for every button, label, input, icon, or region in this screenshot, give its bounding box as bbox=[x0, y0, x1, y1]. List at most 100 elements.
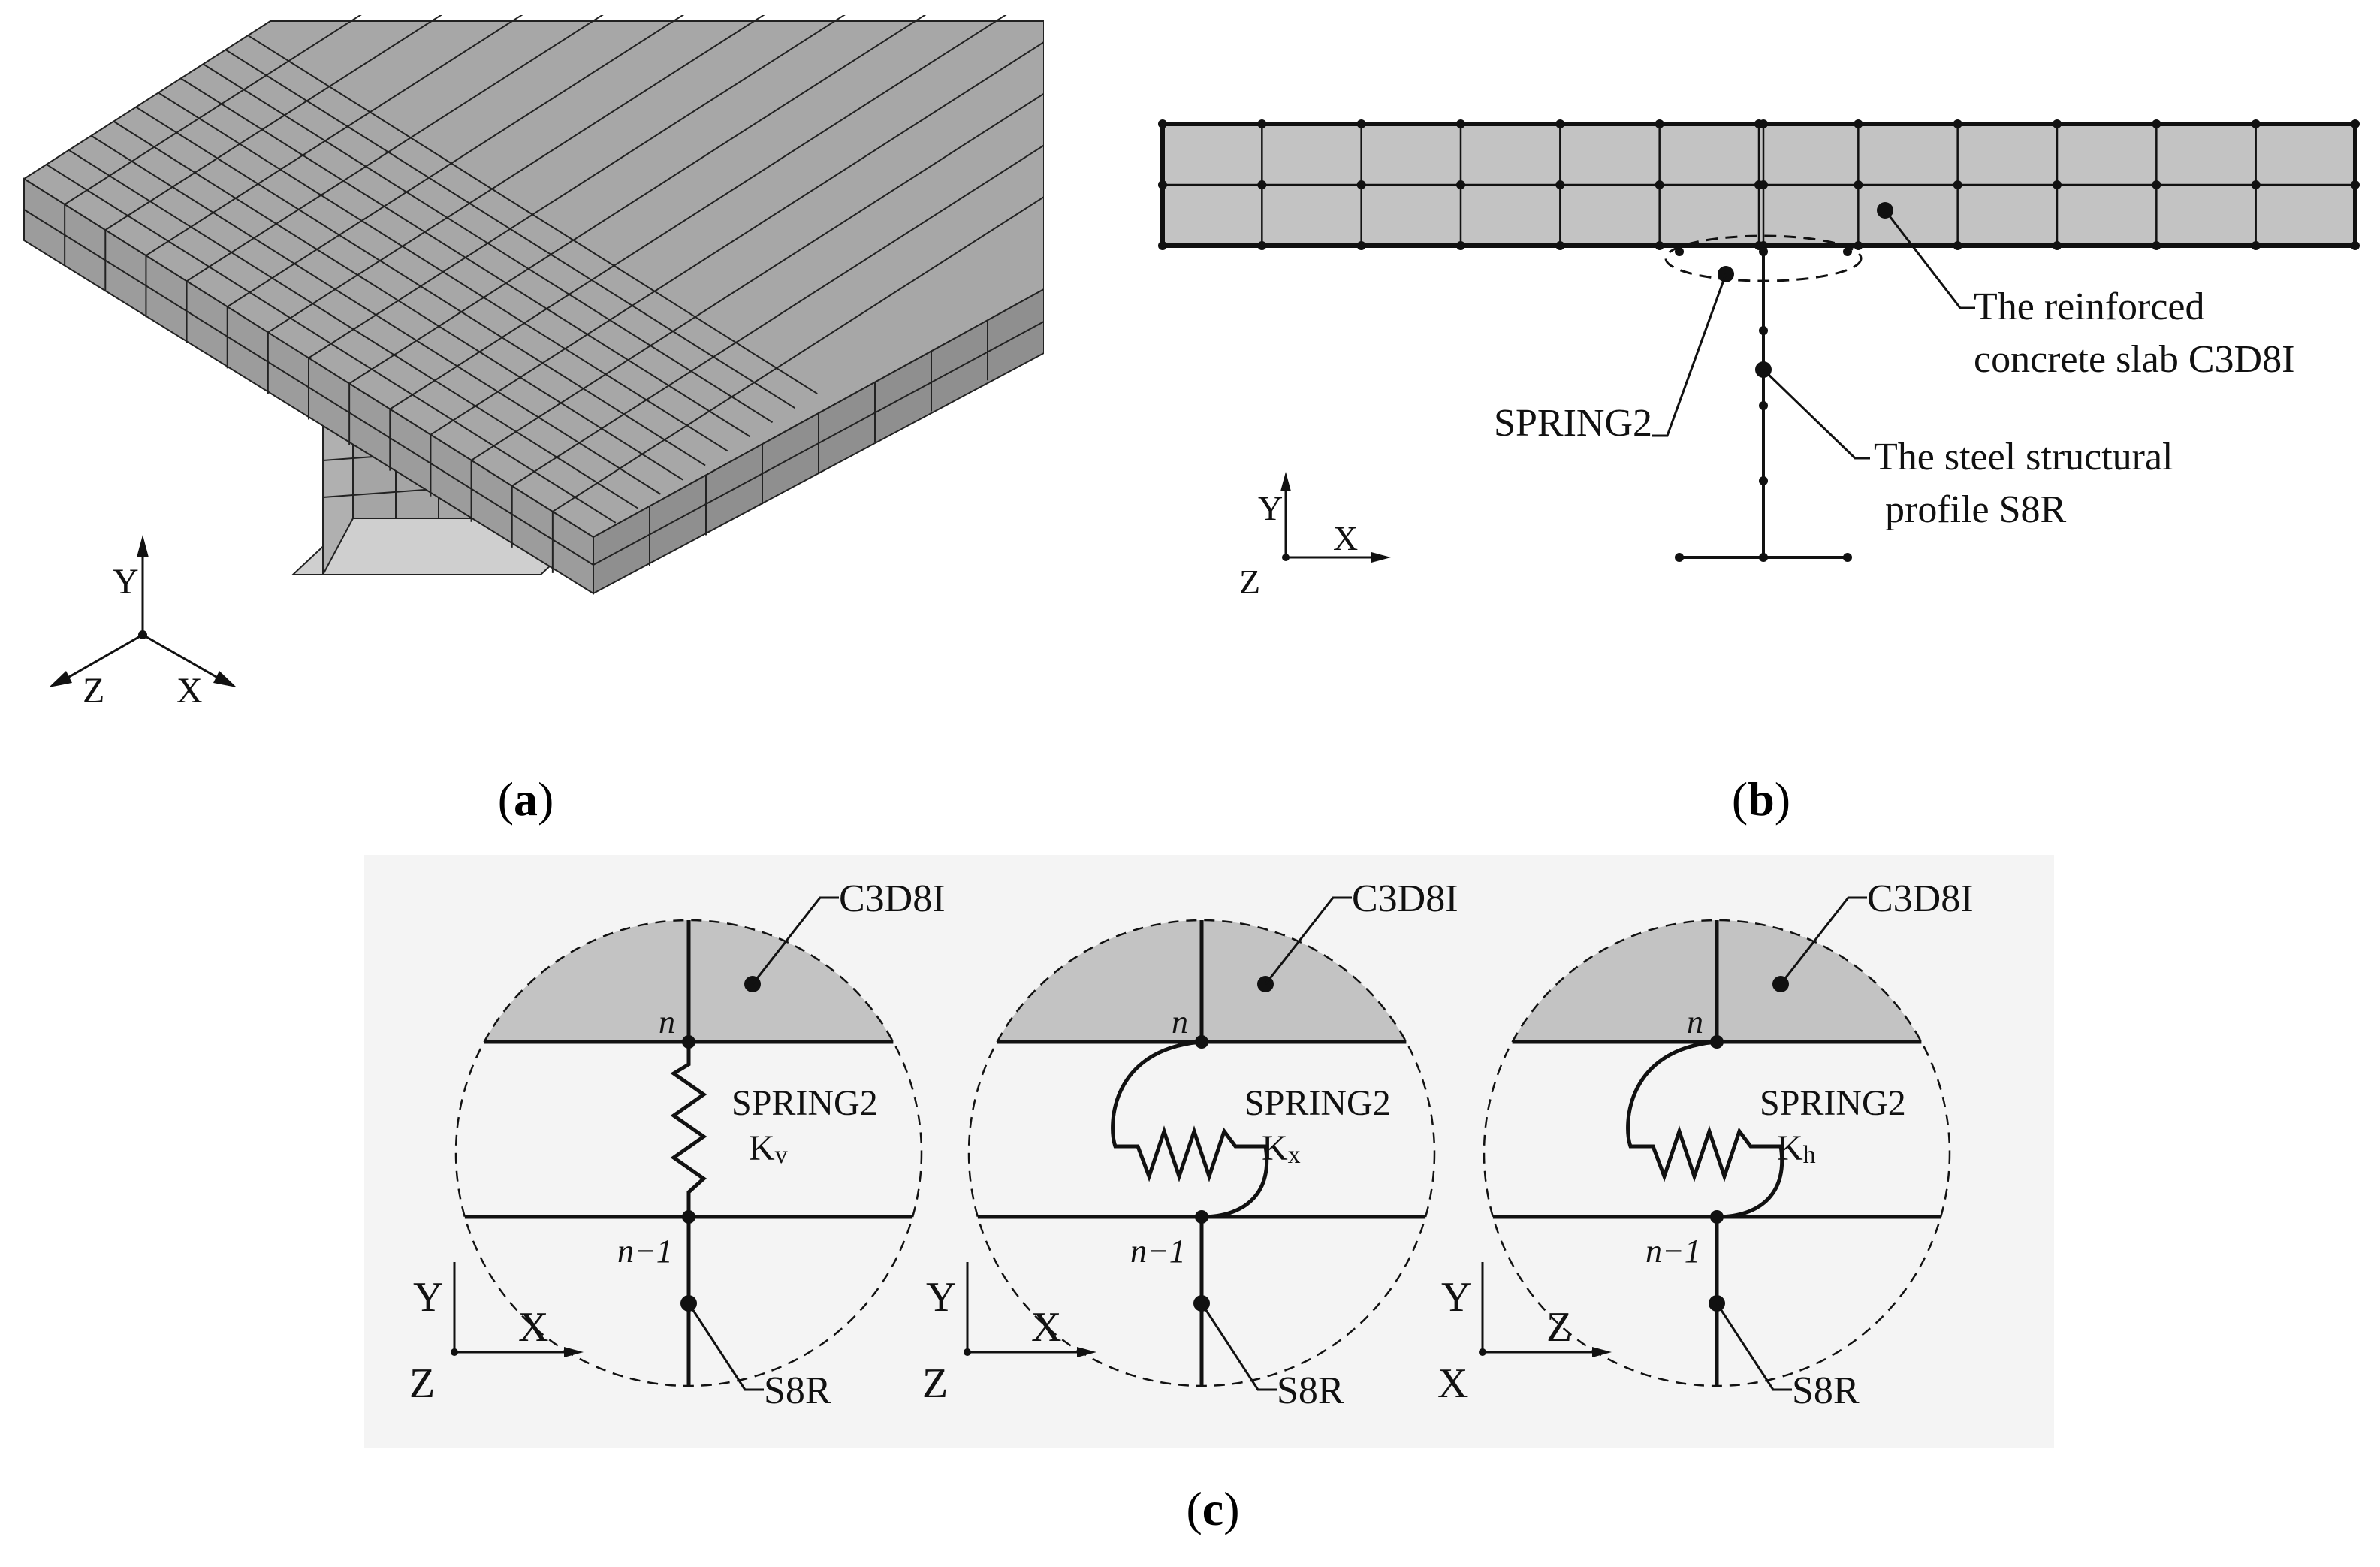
node-label-n-minus-1: n−1 bbox=[617, 1233, 673, 1270]
axis-origin bbox=[1479, 1348, 1486, 1356]
node-top bbox=[1710, 1035, 1724, 1049]
mesh-node bbox=[2351, 119, 2360, 128]
axis-label-h: X bbox=[1031, 1304, 1061, 1351]
axis-triad-a bbox=[49, 535, 237, 687]
mesh-node bbox=[2251, 241, 2261, 250]
mesh-line bbox=[471, 92, 1044, 461]
c3d8i-label: C3D8I bbox=[1867, 877, 1974, 920]
node-top bbox=[1195, 1035, 1208, 1049]
mesh-node bbox=[2053, 241, 2062, 250]
slab-label-1: The reinforced bbox=[1974, 285, 2204, 328]
mesh-node bbox=[1158, 119, 1167, 128]
slab-label-2: concrete slab C3D8I bbox=[1974, 338, 2294, 381]
s8r-label: S8R bbox=[1277, 1369, 1344, 1412]
axis-label-x-b: X bbox=[1333, 519, 1358, 557]
node-bottom bbox=[1195, 1210, 1208, 1224]
caption-a: (a) bbox=[498, 772, 554, 826]
mesh-node bbox=[2251, 180, 2261, 189]
node-label-n-minus-1: n−1 bbox=[1645, 1233, 1701, 1270]
spring-label: SPRING2 bbox=[1244, 1083, 1391, 1123]
mesh-line bbox=[267, 15, 765, 334]
axis-label-z-b: Z bbox=[1239, 563, 1260, 601]
slab-leader bbox=[1884, 210, 1975, 309]
mesh-node bbox=[1854, 241, 1863, 250]
mesh-node bbox=[2053, 180, 2062, 189]
mesh-node bbox=[1655, 180, 1664, 189]
mesh-line bbox=[348, 15, 927, 385]
s8r-leader bbox=[1200, 1303, 1277, 1391]
caption-b: (b) bbox=[1732, 772, 1790, 826]
caption-a-letter: a bbox=[514, 772, 538, 826]
axis-label-h: Z bbox=[1546, 1304, 1572, 1351]
axis-triad-c bbox=[964, 1262, 1096, 1357]
axis-label-out: Z bbox=[409, 1360, 435, 1407]
axis-triad-c bbox=[451, 1262, 584, 1357]
axis-origin bbox=[964, 1348, 971, 1356]
mesh-node bbox=[1675, 553, 1684, 562]
axis-h-arrow bbox=[1077, 1347, 1096, 1357]
spring-label: SPRING2 bbox=[731, 1083, 878, 1123]
mesh-node bbox=[1257, 241, 1267, 250]
node-label-n: n bbox=[1172, 1004, 1188, 1040]
c3d8i-label: C3D8I bbox=[1352, 877, 1458, 920]
c3d8i-leader bbox=[1264, 896, 1352, 985]
stiffness-label: Kv bbox=[749, 1128, 788, 1169]
mesh-node bbox=[1854, 119, 1863, 128]
axis-label-h: X bbox=[518, 1304, 548, 1351]
s8r-leader bbox=[1715, 1303, 1792, 1391]
mesh-node bbox=[1555, 241, 1565, 250]
mesh-node bbox=[1759, 401, 1768, 410]
panel-b: The reinforced concrete slab C3D8I SPRIN… bbox=[1158, 119, 2360, 826]
c3d8i-leader bbox=[751, 896, 839, 985]
mesh-node bbox=[1356, 241, 1366, 250]
mesh-line bbox=[430, 41, 1044, 436]
mesh-node bbox=[1257, 180, 1267, 189]
spring-symbol bbox=[1626, 1040, 1784, 1219]
mesh-line bbox=[552, 195, 1044, 512]
mesh-node bbox=[1854, 180, 1863, 189]
axis-origin bbox=[451, 1348, 458, 1356]
mesh-node bbox=[1953, 241, 1962, 250]
stiffness-label: Kx bbox=[1262, 1128, 1301, 1169]
profile-label-2: profile S8R bbox=[1885, 488, 2067, 531]
axis-label-z: Z bbox=[83, 671, 104, 711]
spring-label: SPRING2 bbox=[1494, 402, 1652, 445]
axis-h-arrow bbox=[1592, 1347, 1612, 1357]
mesh-line bbox=[104, 15, 443, 231]
stiffness-label: Kh bbox=[1777, 1128, 1816, 1169]
stiffness-base: K bbox=[1777, 1128, 1803, 1168]
mesh-node bbox=[1158, 180, 1167, 189]
axis-triad-b bbox=[1280, 472, 1391, 563]
spring-symbol bbox=[1111, 1040, 1269, 1219]
s8r-label: S8R bbox=[764, 1369, 831, 1412]
mesh-node bbox=[1555, 119, 1565, 128]
mesh-3d-view bbox=[23, 15, 1044, 595]
axis-label-out: X bbox=[1437, 1360, 1468, 1407]
node-top bbox=[682, 1035, 695, 1049]
s8r-label: S8R bbox=[1792, 1369, 1860, 1412]
mesh-node bbox=[2351, 241, 2360, 250]
stiffness-subscript: v bbox=[775, 1141, 788, 1169]
mesh-node bbox=[1456, 119, 1465, 128]
mesh-node bbox=[2053, 119, 2062, 128]
axis-label-y: Y bbox=[926, 1274, 956, 1321]
c3d8i-label: C3D8I bbox=[839, 877, 946, 920]
mesh-node bbox=[1759, 326, 1768, 335]
mesh-line bbox=[64, 15, 362, 205]
mesh-node bbox=[1759, 119, 1768, 128]
node-label-n: n bbox=[659, 1004, 675, 1040]
node-label-n: n bbox=[1687, 1004, 1703, 1040]
mesh-node bbox=[1356, 119, 1366, 128]
node-label-n-minus-1: n−1 bbox=[1130, 1233, 1186, 1270]
mesh-node bbox=[1843, 247, 1852, 256]
axis-label-y: Y bbox=[1441, 1274, 1471, 1321]
axis-h-arrow bbox=[564, 1347, 584, 1357]
mesh-node bbox=[2152, 119, 2161, 128]
mesh-line bbox=[593, 321, 1044, 566]
caption-c: (c) bbox=[1186, 1482, 1239, 1535]
slab-mesh-lines bbox=[23, 15, 1044, 573]
spring-symbol bbox=[670, 1042, 707, 1217]
mesh-line bbox=[186, 15, 604, 282]
c3d8i-leader bbox=[1779, 896, 1867, 985]
spring-region-ellipse bbox=[1664, 234, 1863, 282]
